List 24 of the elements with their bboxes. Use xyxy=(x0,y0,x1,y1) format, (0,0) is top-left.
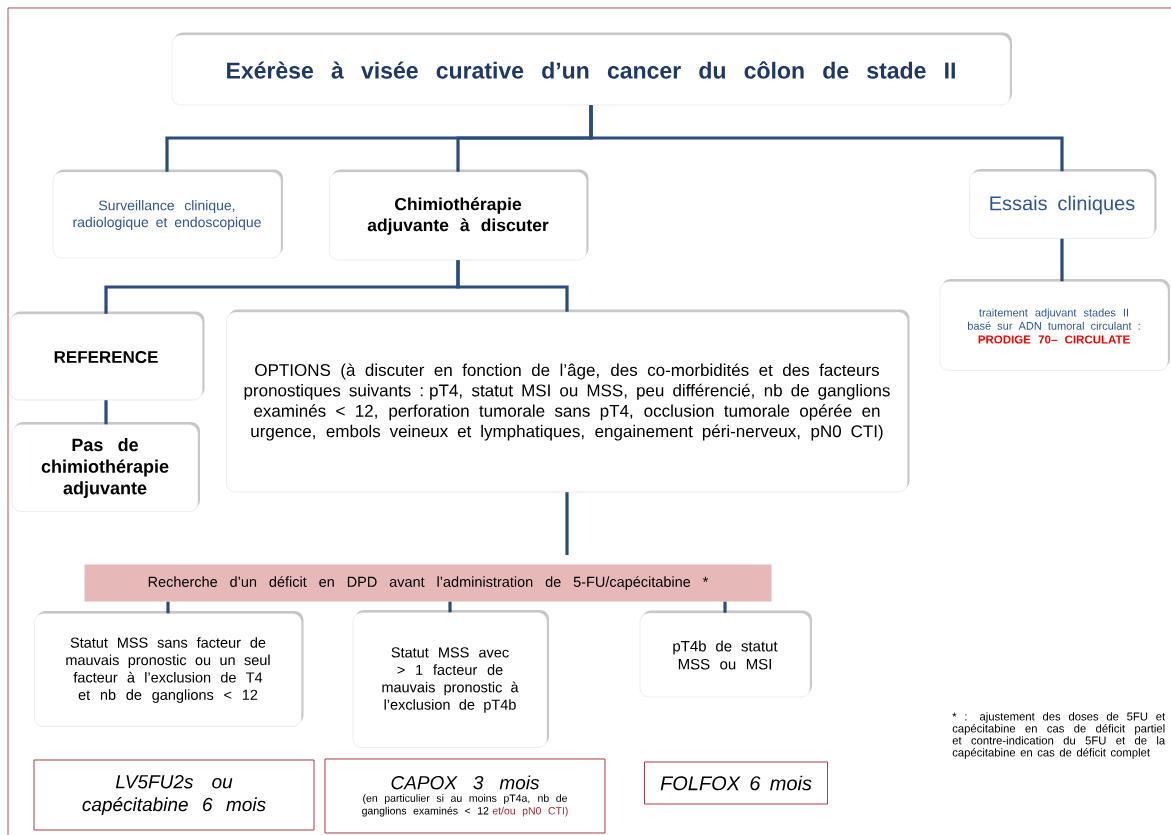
treatment-box: FOLFOX 6 mois xyxy=(644,761,828,805)
rounded-box: Surveillance clinique, radiologique et endoscopique xyxy=(52,169,283,259)
rounded-box: Statut MSS avec > 1 facteur de mauvais pronostic à l’exclusion de pT4b xyxy=(352,610,549,748)
connector xyxy=(723,601,727,613)
connector xyxy=(1060,238,1064,282)
rounded-box: REFERENCE xyxy=(9,311,205,401)
rounded-box: Essais cliniques xyxy=(969,169,1157,239)
connector xyxy=(456,260,569,312)
title-box: Exérèse à visée curative d’un cancer du côlon de stade II xyxy=(171,32,1012,106)
rounded-box: Pas de chimiothérapie adjuvante xyxy=(11,422,200,512)
rounded-box: Chimiothérapie adjuvante à discuter xyxy=(329,169,589,261)
treatment-box: LV5FU2s ou capécitabine 6 mois xyxy=(33,759,315,831)
treatment-box: CAPOX 3 mois (en particulier si au moins pT4a, nb de ganglions examinés < 12 et/ou pN0 CTI) xyxy=(324,758,606,834)
highlight-band: Recherche d’un déficit en DPD avant l’administration de 5-FU/capécitabine * xyxy=(84,564,772,602)
rounded-box: traitement adjuvant stades II basé sur ADN tumoral circulant : PRODIGE 70– CIRCULATE xyxy=(939,279,1170,371)
connector xyxy=(104,400,108,425)
connector xyxy=(166,601,170,614)
rounded-box: Statut MSS sans facteur de mauvais pronostic ou un seul facteur à l’exclusion de T4 et nb de ganglions < 12 xyxy=(34,611,304,727)
rounded-box: pT4b de statut MSS ou MSI xyxy=(639,610,812,698)
rounded-box: OPTIONS (à discuter en fonction de l’âge, des co-morbidités et des facteurs pronostiques suivants : pT4, statut MSI ou MSS, peu différencié, nb de ganglions examinés < 12, perforation tumorale sans pT4, occlusion tumorale opérée en urgence, embols veineux et lymphatiques, engainement péri-nerveux, pN0 CTI) xyxy=(226,309,910,493)
connector xyxy=(565,492,569,555)
connector xyxy=(589,105,1064,172)
connector xyxy=(448,601,452,613)
footnote: * : ajustement des doses de 5FU et capécitabine en cas de déficit partiel et contre-indication du 5FU et de la capécitabine en cas de déficit complet xyxy=(952,712,1166,759)
